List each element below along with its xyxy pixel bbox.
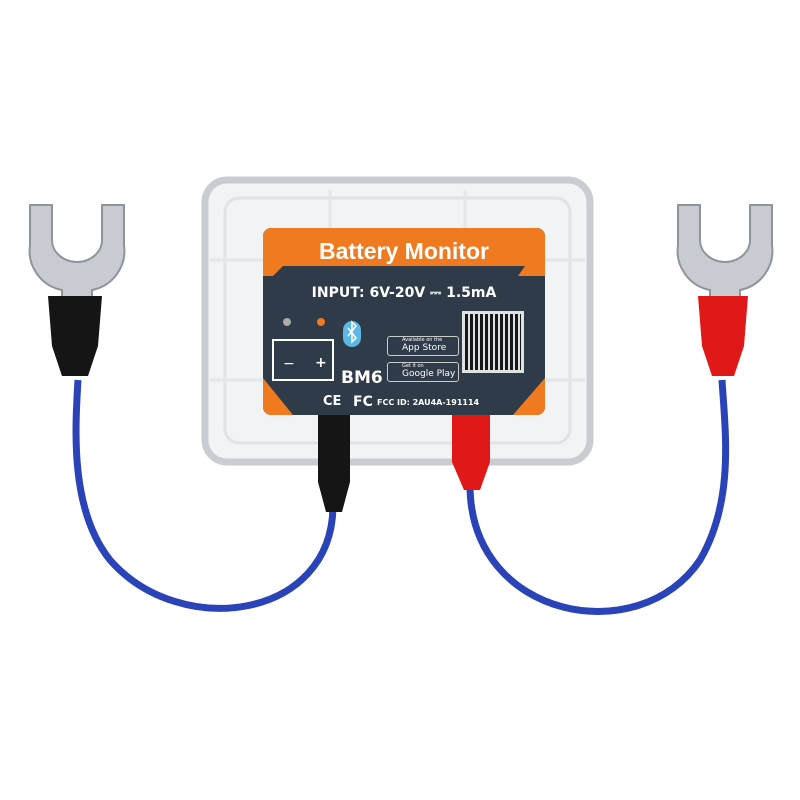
qr-code[interactable] xyxy=(462,311,524,373)
label-graphics xyxy=(263,318,545,415)
fcc-mark: FC xyxy=(353,394,373,410)
label-header xyxy=(263,228,545,276)
product-label: Battery Monitor INPUT: 6V-20V ⎓ 1.5mA − … xyxy=(263,228,545,415)
negative-fork-terminal xyxy=(28,204,126,376)
black-lead-sleeve xyxy=(318,412,350,512)
app-store-text: App Store xyxy=(402,343,447,353)
plus-sign: + xyxy=(315,355,327,371)
battery-icon xyxy=(272,339,334,381)
google-play-text: Google Play xyxy=(402,369,456,379)
input-spec: INPUT: 6V-20V ⎓ 1.5mA xyxy=(311,285,497,301)
fcc-id: FCC ID: 2AU4A-191114 xyxy=(377,398,480,407)
google-play-small: Get it on xyxy=(402,363,424,369)
positive-fork-terminal xyxy=(676,204,774,376)
model-number: BM6 xyxy=(341,368,383,388)
negative-wire xyxy=(72,379,337,612)
red-lead-sleeve xyxy=(452,412,490,490)
ce-mark: CE xyxy=(323,394,342,409)
app-store-small: Available on the xyxy=(402,337,443,343)
minus-sign: − xyxy=(283,356,295,372)
product-title: Battery Monitor xyxy=(319,238,489,264)
positive-wire xyxy=(466,379,730,615)
